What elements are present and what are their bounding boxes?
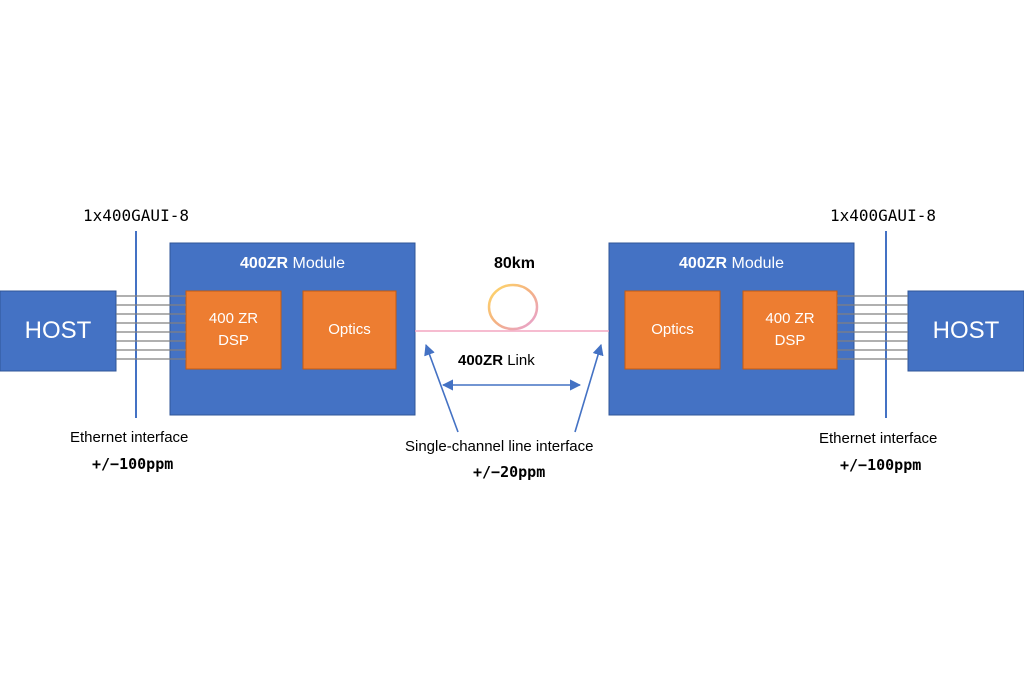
link-ppm-label: +/−20ppm [473, 463, 546, 481]
left-module-title: 400ZR Module [170, 255, 415, 273]
right-module-title-rest: Module [727, 255, 784, 272]
right-ethernet-label: Ethernet interface [819, 430, 938, 447]
link-title-bold: 400ZR [458, 352, 504, 369]
left-lane-lines [116, 295, 186, 360]
right-optics-box [624, 290, 721, 370]
line-interface-label: Single-channel line interface [405, 438, 594, 455]
right-module-title-bold: 400ZR [679, 255, 728, 272]
left-pointer-arrow [424, 343, 459, 433]
right-dsp-line2: DSP [774, 332, 806, 349]
left-optics-label: Optics [328, 321, 371, 338]
left-ppm-label: +/−100ppm [92, 455, 174, 473]
left-dsp-line2: DSP [218, 332, 249, 349]
left-dsp-box [185, 290, 282, 370]
fiber-coil-icon [487, 283, 539, 331]
right-gaui-label: 1x400GAUI-8 [830, 206, 936, 225]
right-dsp-label: 400 ZR DSP [743, 291, 837, 369]
right-host-box [907, 290, 1024, 372]
left-gaui-label: 1x400GAUI-8 [83, 206, 189, 225]
left-dsp-line1: 400 ZR [208, 310, 259, 327]
right-pointer-arrow [574, 343, 604, 433]
left-dsp-label: 400 ZR DSP [186, 291, 281, 369]
left-module-title-bold: 400ZR [240, 255, 289, 272]
right-module-title: 400ZR Module [609, 255, 854, 273]
right-lane-lines [837, 295, 908, 360]
left-ethernet-label: Ethernet interface [70, 429, 189, 446]
left-host-box [0, 290, 117, 372]
left-optics-box [302, 290, 397, 370]
right-host-label: HOST [932, 317, 1000, 344]
link-title-rest: Link [503, 352, 535, 369]
right-dsp-line1: 400 ZR [765, 310, 815, 327]
right-ppm-label: +/−100ppm [840, 456, 922, 474]
right-dsp-box [742, 290, 838, 370]
right-optics-label: Optics [651, 321, 694, 338]
link-title: 400ZR Link [458, 352, 535, 369]
distance-label: 80km [494, 255, 535, 272]
left-module-title-rest: Module [288, 255, 345, 272]
left-host-label: HOST [24, 317, 92, 344]
